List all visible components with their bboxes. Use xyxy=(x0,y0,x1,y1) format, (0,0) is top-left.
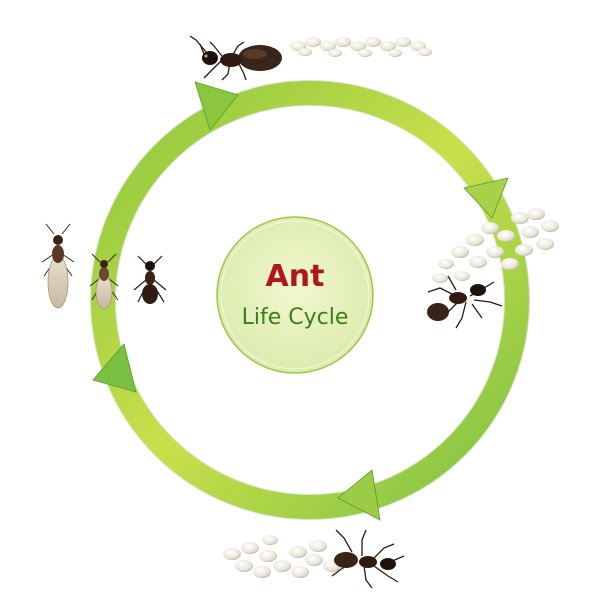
diagram-subtitle: Life Cycle xyxy=(242,305,349,330)
stage-queen-with-eggs xyxy=(189,35,432,81)
egg-cluster-top xyxy=(290,37,432,57)
ant-icon xyxy=(133,255,167,304)
worker-ant-icon xyxy=(331,529,405,589)
arrowhead-right xyxy=(463,177,509,219)
pupae-cluster xyxy=(223,535,341,578)
arrowhead-top xyxy=(194,81,239,131)
larvae-cluster xyxy=(432,208,559,283)
stage-pupae-with-worker xyxy=(223,529,405,589)
stage-adult-ants xyxy=(41,223,167,310)
winged-ant-icon xyxy=(41,223,75,309)
diagram-title: Ant xyxy=(266,259,325,294)
center-badge: Ant Life Cycle xyxy=(216,216,374,374)
winged-male-ant-icon xyxy=(89,253,119,310)
worker-ant-icon xyxy=(427,275,503,329)
queen-ant-icon xyxy=(189,35,282,81)
stage-larvae-with-worker xyxy=(427,208,559,329)
arrowhead-left xyxy=(92,343,137,393)
arrowhead-bottom xyxy=(337,469,381,521)
